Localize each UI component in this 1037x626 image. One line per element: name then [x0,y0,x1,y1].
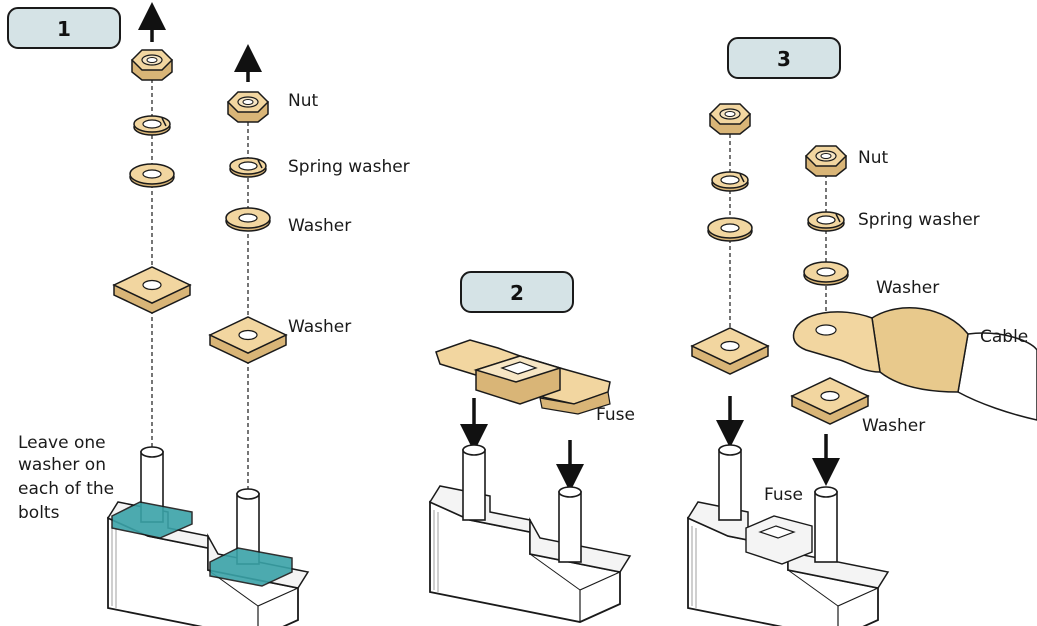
square-washer-icon [113,266,191,314]
nut-label: Nut [858,148,888,168]
spring-washer-label: Spring washer [288,157,410,177]
fuse-label: Fuse [596,405,635,425]
square-washer-icon [209,316,287,364]
fuse-icon [435,339,611,415]
spring-washer-icon [133,115,171,136]
step-2-assembly: Fuse [429,339,635,623]
washer-icon [707,217,753,242]
teal-washer-icon [209,547,293,587]
spring-washer-icon [807,211,845,232]
washer-icon [803,261,849,286]
nut-icon [805,145,847,177]
square-washer-icon [691,327,769,375]
washer-label: Washer [876,278,939,298]
washer-label: Washer [288,317,351,337]
bolt-icon [718,444,742,521]
step-3-badge: 3 [727,37,841,79]
washer-icon [129,163,175,188]
spring-washer-icon [229,157,267,178]
square-washer-icon [791,377,869,425]
step-1-assembly: Nut Spring washer Washer Washer Leave on… [18,2,410,626]
nut-icon [227,91,269,123]
washer-label: Washer [288,216,351,236]
step-2-badge: 2 [460,271,574,313]
washer-label: Washer [862,416,925,436]
nut-label: Nut [288,91,318,111]
cable-label: Cable [980,327,1028,347]
leave-note-line-3: each of the [18,479,114,499]
leave-note-line-2: washer on [18,455,106,475]
fuse-label: Fuse [764,485,803,505]
teal-washer-icon [111,501,193,539]
bolt-icon [558,486,582,563]
bolt-icon [462,444,486,521]
spring-washer-icon [711,171,749,192]
step-3-assembly: Cable Washer Nut Spring washer Washer Fu… [687,103,1037,626]
cable-lug-icon [792,307,1037,421]
seated-fuse-icon [745,515,813,565]
step-1-number: 1 [57,17,71,41]
washer-icon [225,207,271,232]
spring-washer-label: Spring washer [858,210,980,230]
bolt-icon [814,486,838,563]
nut-icon [131,49,173,81]
step-1-badge: 1 [7,7,121,49]
nut-icon [709,103,751,135]
leave-note-line-1: Leave one [18,433,106,453]
fuse-holder-base-icon [429,485,631,623]
step-3-number: 3 [777,47,791,71]
step-2-number: 2 [510,281,524,305]
leave-note-line-4: bolts [18,503,60,523]
